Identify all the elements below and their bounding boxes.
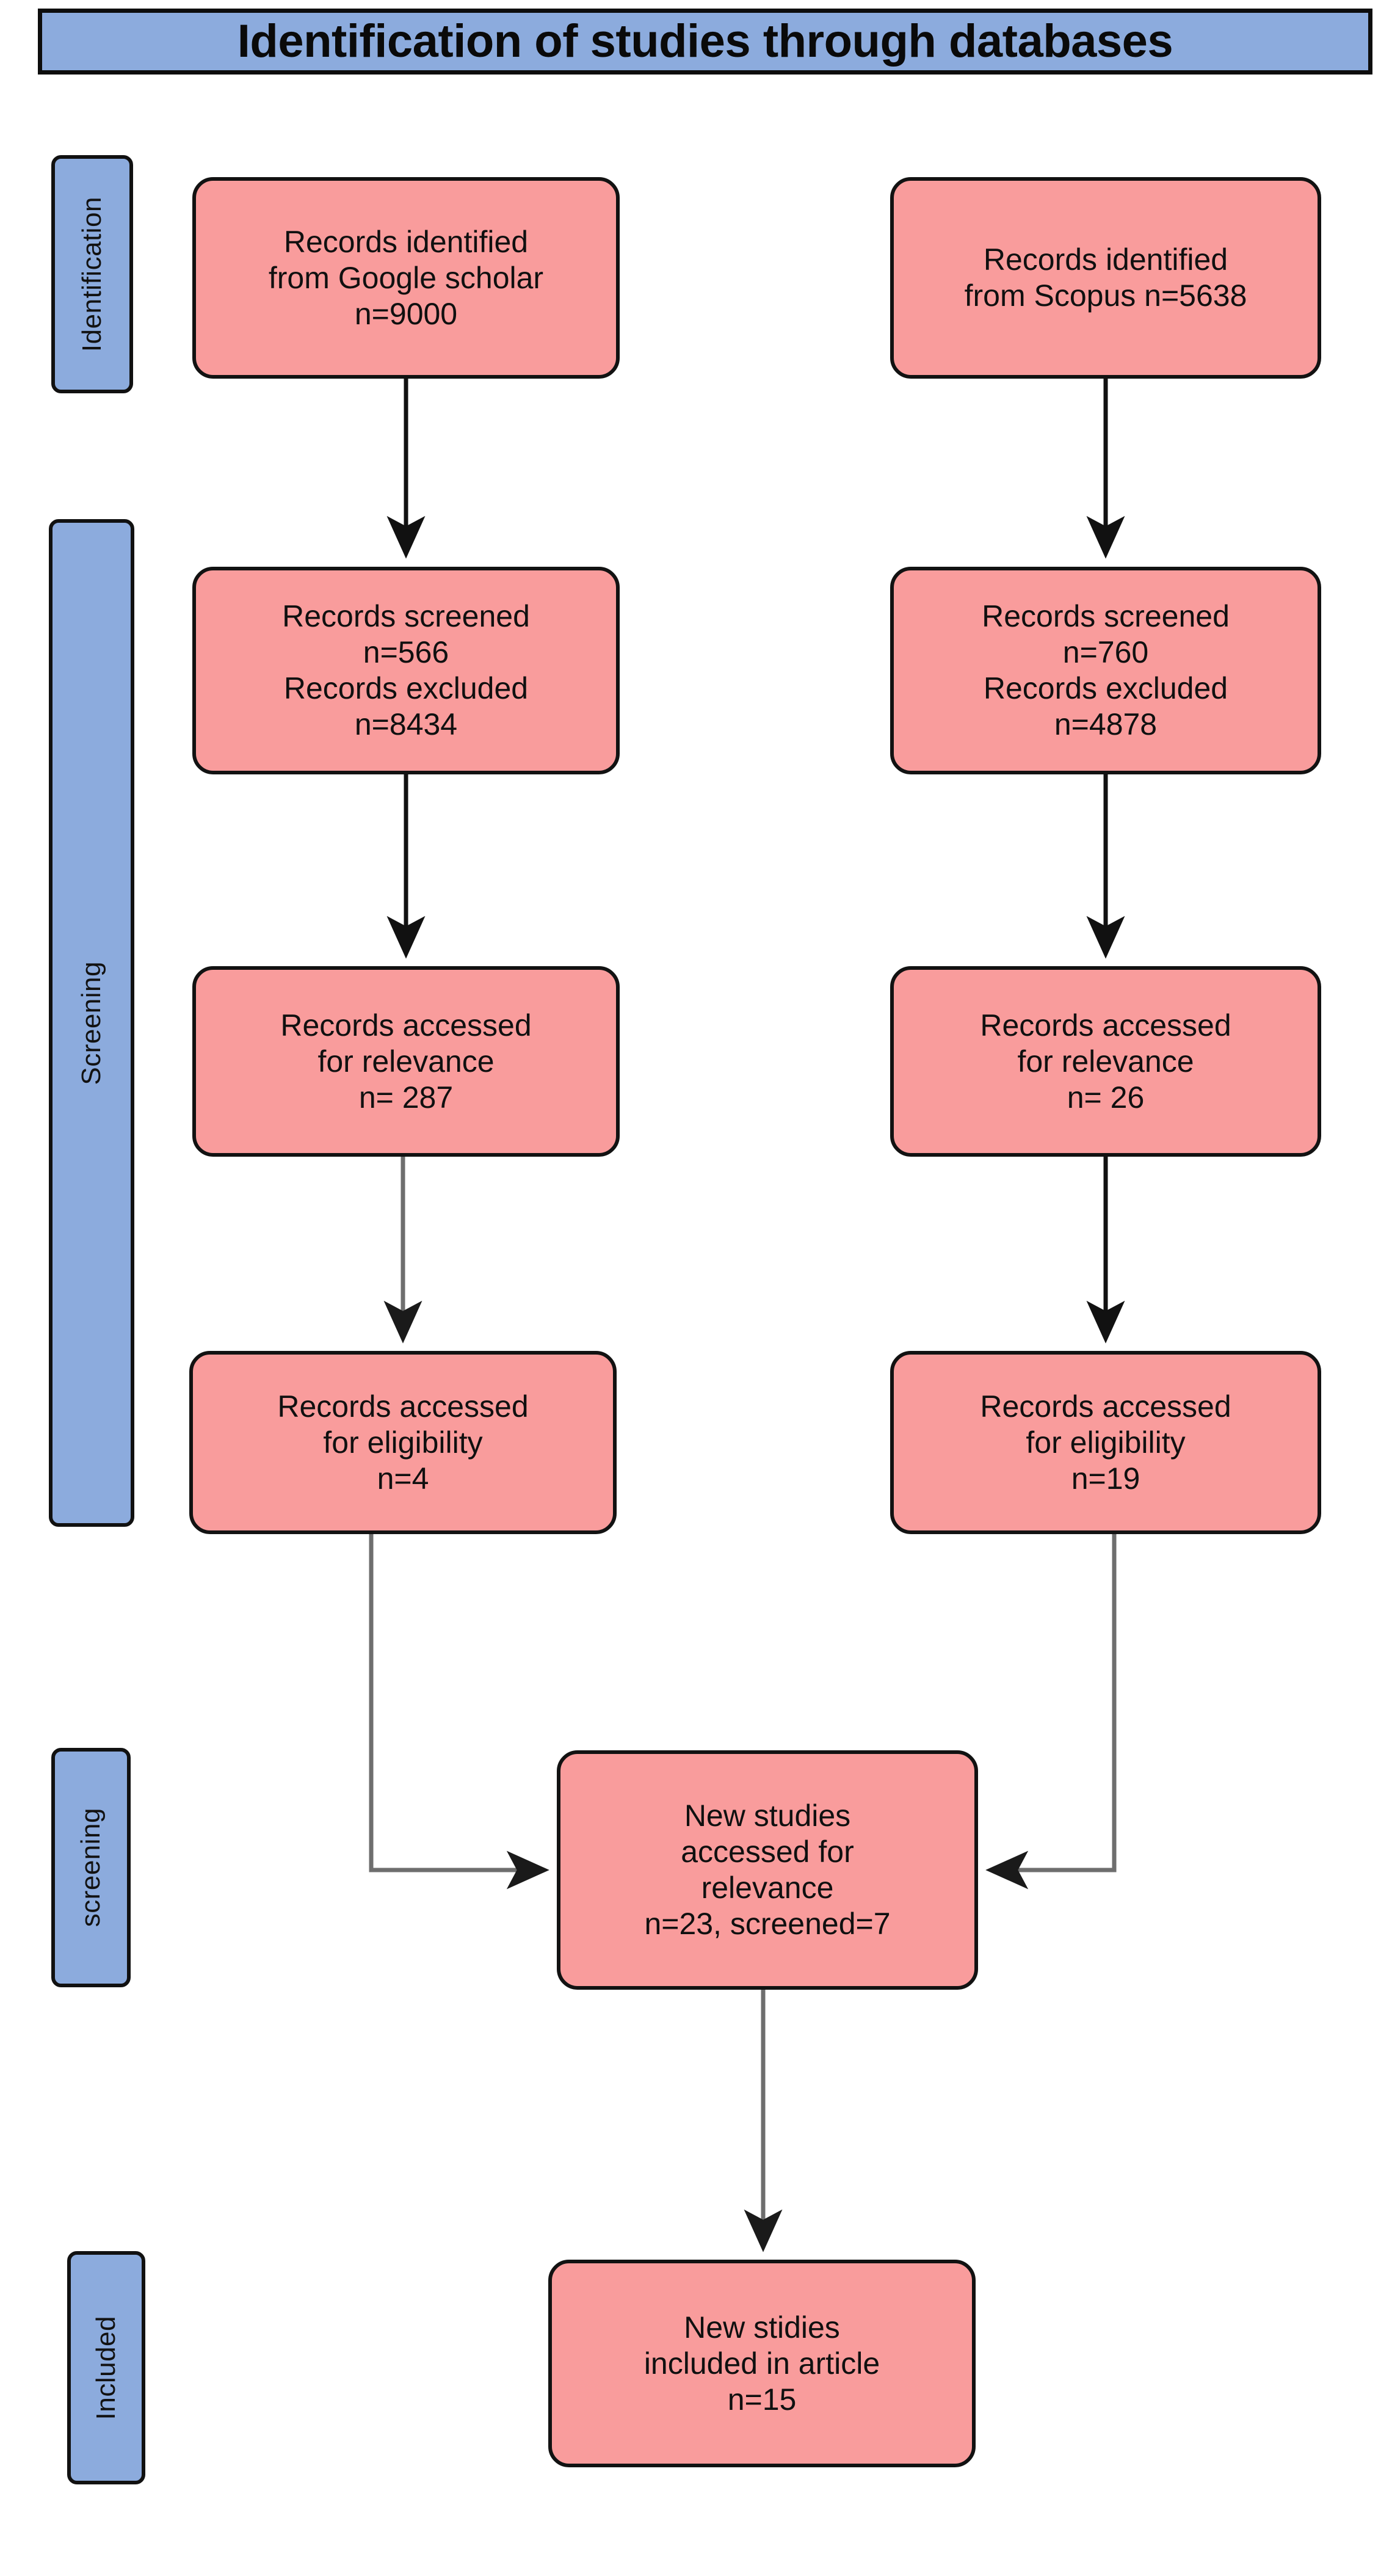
edge-eligibility-sc-to-new-studies — [985, 1534, 1117, 1890]
phase-label-screening: Screening — [76, 961, 106, 1085]
node-records-accessed-eligibility-scopus[interactable]: Records accessed for eligibility n=19 — [890, 1351, 1321, 1534]
node-line: from Scopus n=5638 — [964, 278, 1247, 313]
node-line: Records accessed — [980, 1008, 1231, 1042]
node-line: n=23, screened=7 — [644, 1907, 891, 1941]
node-line: for relevance — [1017, 1044, 1194, 1079]
node-line: n=566 — [363, 635, 449, 669]
edge-eligibility-gs-to-new-studies — [369, 1534, 549, 1890]
node-line: Records accessed — [277, 1389, 529, 1424]
node-line: Records accessed — [280, 1008, 532, 1042]
phase-bar-screening: Screening — [49, 519, 134, 1527]
node-records-accessed-relevance-google-scholar[interactable]: Records accessed for relevance n= 287 — [192, 966, 620, 1157]
diagram-title-banner: Identification of studies through databa… — [38, 9, 1372, 75]
node-line: Records identified — [983, 242, 1228, 277]
phase-bar-identification: Identification — [51, 155, 133, 393]
node-line: Records accessed — [980, 1389, 1231, 1424]
node-line: for eligibility — [323, 1425, 483, 1460]
page-title: Identification of studies through databa… — [237, 15, 1173, 67]
node-line: n=15 — [727, 2382, 797, 2417]
node-records-accessed-eligibility-google-scholar[interactable]: Records accessed for eligibility n=4 — [189, 1351, 617, 1534]
node-line: accessed for — [681, 1835, 854, 1869]
node-line: n= 26 — [1067, 1080, 1145, 1115]
node-line: n= 287 — [358, 1080, 454, 1115]
node-line: n=4878 — [1054, 707, 1158, 741]
node-line: Records excluded — [283, 671, 529, 705]
node-new-studies-included-in-article[interactable]: New stidies included in article n=15 — [548, 2260, 976, 2467]
node-records-screened-google-scholar[interactable]: Records screened n=566 Records excluded … — [192, 567, 620, 774]
node-line: relevance — [701, 1871, 834, 1905]
node-line: for eligibility — [1026, 1425, 1186, 1460]
node-line: for relevance — [317, 1044, 495, 1079]
node-new-studies-accessed-for-relevance[interactable]: New studies accessed for relevance n=23,… — [557, 1750, 978, 1990]
node-line: from Google scholar — [268, 260, 544, 295]
node-records-identified-scopus[interactable]: Records identified from Scopus n=5638 — [890, 177, 1321, 379]
phase-bar-included: Included — [67, 2251, 145, 2484]
phase-label-screening-lower: screening — [76, 1808, 106, 1927]
node-records-identified-google-scholar[interactable]: Records identified from Google scholar n… — [192, 177, 620, 379]
node-records-screened-scopus[interactable]: Records screened n=760 Records excluded … — [890, 567, 1321, 774]
node-records-accessed-relevance-scopus[interactable]: Records accessed for relevance n= 26 — [890, 966, 1321, 1157]
node-line: n=9000 — [354, 296, 458, 331]
node-line: Records screened — [982, 599, 1230, 633]
phase-label-included: Included — [91, 2315, 121, 2420]
node-line: n=19 — [1071, 1461, 1140, 1496]
node-line: n=8434 — [354, 707, 458, 741]
phase-label-identification: Identification — [77, 196, 107, 352]
node-line: Records excluded — [983, 671, 1228, 705]
node-line: New stidies — [684, 2310, 840, 2345]
node-line: n=760 — [1062, 635, 1149, 669]
node-line: n=4 — [377, 1461, 429, 1496]
node-line: included in article — [643, 2346, 880, 2381]
node-line: Records identified — [283, 224, 529, 259]
node-line: Records screened — [282, 599, 530, 633]
node-line: New studies — [684, 1799, 851, 1833]
phase-bar-screening-lower: screening — [51, 1748, 131, 1987]
